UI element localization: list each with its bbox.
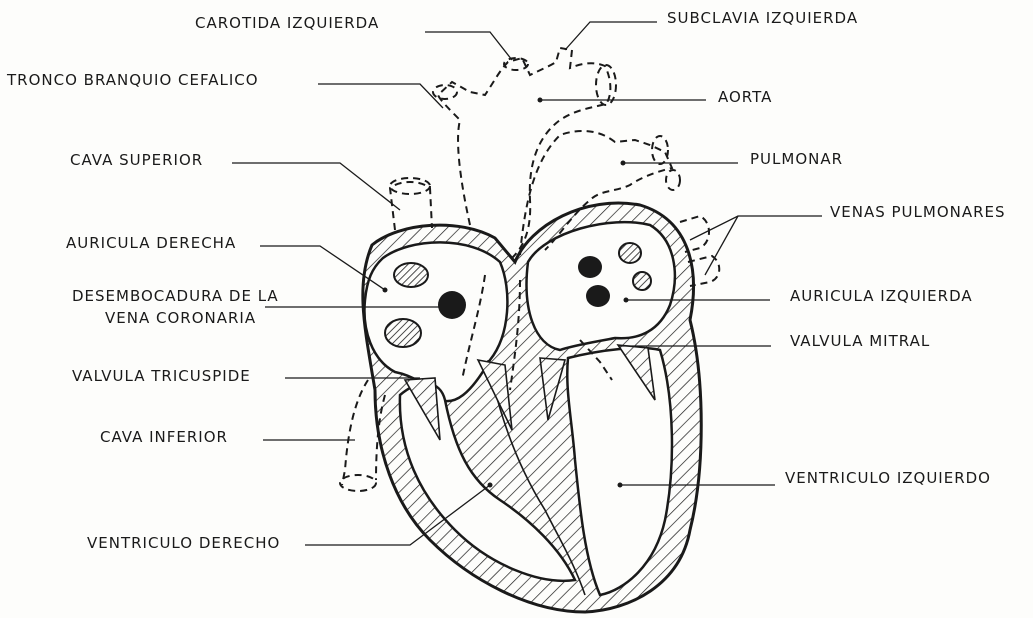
pulmonary-vein-opening-3	[619, 243, 641, 263]
label-ventriculo-derecho: VENTRICULO DERECHO	[87, 533, 280, 553]
label-auricula-derecha: AURICULA DERECHA	[66, 233, 236, 253]
pulmonary-vein-opening-1	[578, 256, 602, 278]
label-subclavia-izquierda: SUBCLAVIA IZQUIERDA	[667, 8, 858, 28]
inferior-vena-cava-cap	[340, 475, 376, 491]
pulmonary-branch-cap	[666, 170, 680, 190]
dot-auricula-derecha	[383, 288, 388, 293]
pulmonary-vein-opening-4	[633, 272, 651, 290]
leader-tronco	[318, 84, 443, 108]
dot-pulmonar	[621, 161, 626, 166]
label-aorta: AORTA	[718, 87, 772, 107]
pulmonary-vein-opening-2	[586, 285, 610, 307]
inferior-vena-cava-opening	[385, 319, 421, 347]
dot-auricula-izquierda	[624, 298, 629, 303]
label-cava-inferior: CAVA INFERIOR	[100, 427, 228, 447]
brachiocephalic-cap	[433, 85, 457, 99]
label-valvula-tricuspide: VALVULA TRICUSPIDE	[72, 366, 251, 386]
dot-aorta	[538, 98, 543, 103]
label-tronco-branquio-cefalico: TRONCO BRANQUIO CEFALICO	[7, 70, 259, 90]
leader-venas-pulmonares-a	[690, 216, 822, 240]
dot-ventriculo-izquierdo	[618, 483, 623, 488]
leader-cava-superior	[232, 163, 400, 210]
superior-vena-cava-cap	[390, 178, 430, 194]
label-carotida-izquierda: CAROTIDA IZQUIERDA	[195, 13, 379, 33]
aorta-descending-cap	[596, 65, 616, 105]
label-desembocadura-line2: VENA CORONARIA	[105, 308, 256, 328]
dot-ventriculo-derecho	[488, 483, 493, 488]
superior-vena-cava-opening	[394, 263, 428, 287]
coronary-sinus-opening	[438, 291, 466, 319]
leader-subclavia	[565, 22, 657, 50]
label-auricula-izquierda: AURICULA IZQUIERDA	[790, 286, 973, 306]
label-venas-pulmonares: VENAS PULMONARES	[830, 202, 1006, 222]
superior-vena-cava-outline	[390, 182, 432, 230]
label-cava-superior: CAVA SUPERIOR	[70, 150, 203, 170]
label-pulmonar: PULMONAR	[750, 149, 843, 169]
leader-carotida	[425, 32, 512, 60]
label-valvula-mitral: VALVULA MITRAL	[790, 331, 930, 351]
label-ventriculo-izquierdo: VENTRICULO IZQUIERDO	[785, 468, 991, 488]
label-desembocadura-line1: DESEMBOCADURA DE LA	[72, 286, 279, 306]
